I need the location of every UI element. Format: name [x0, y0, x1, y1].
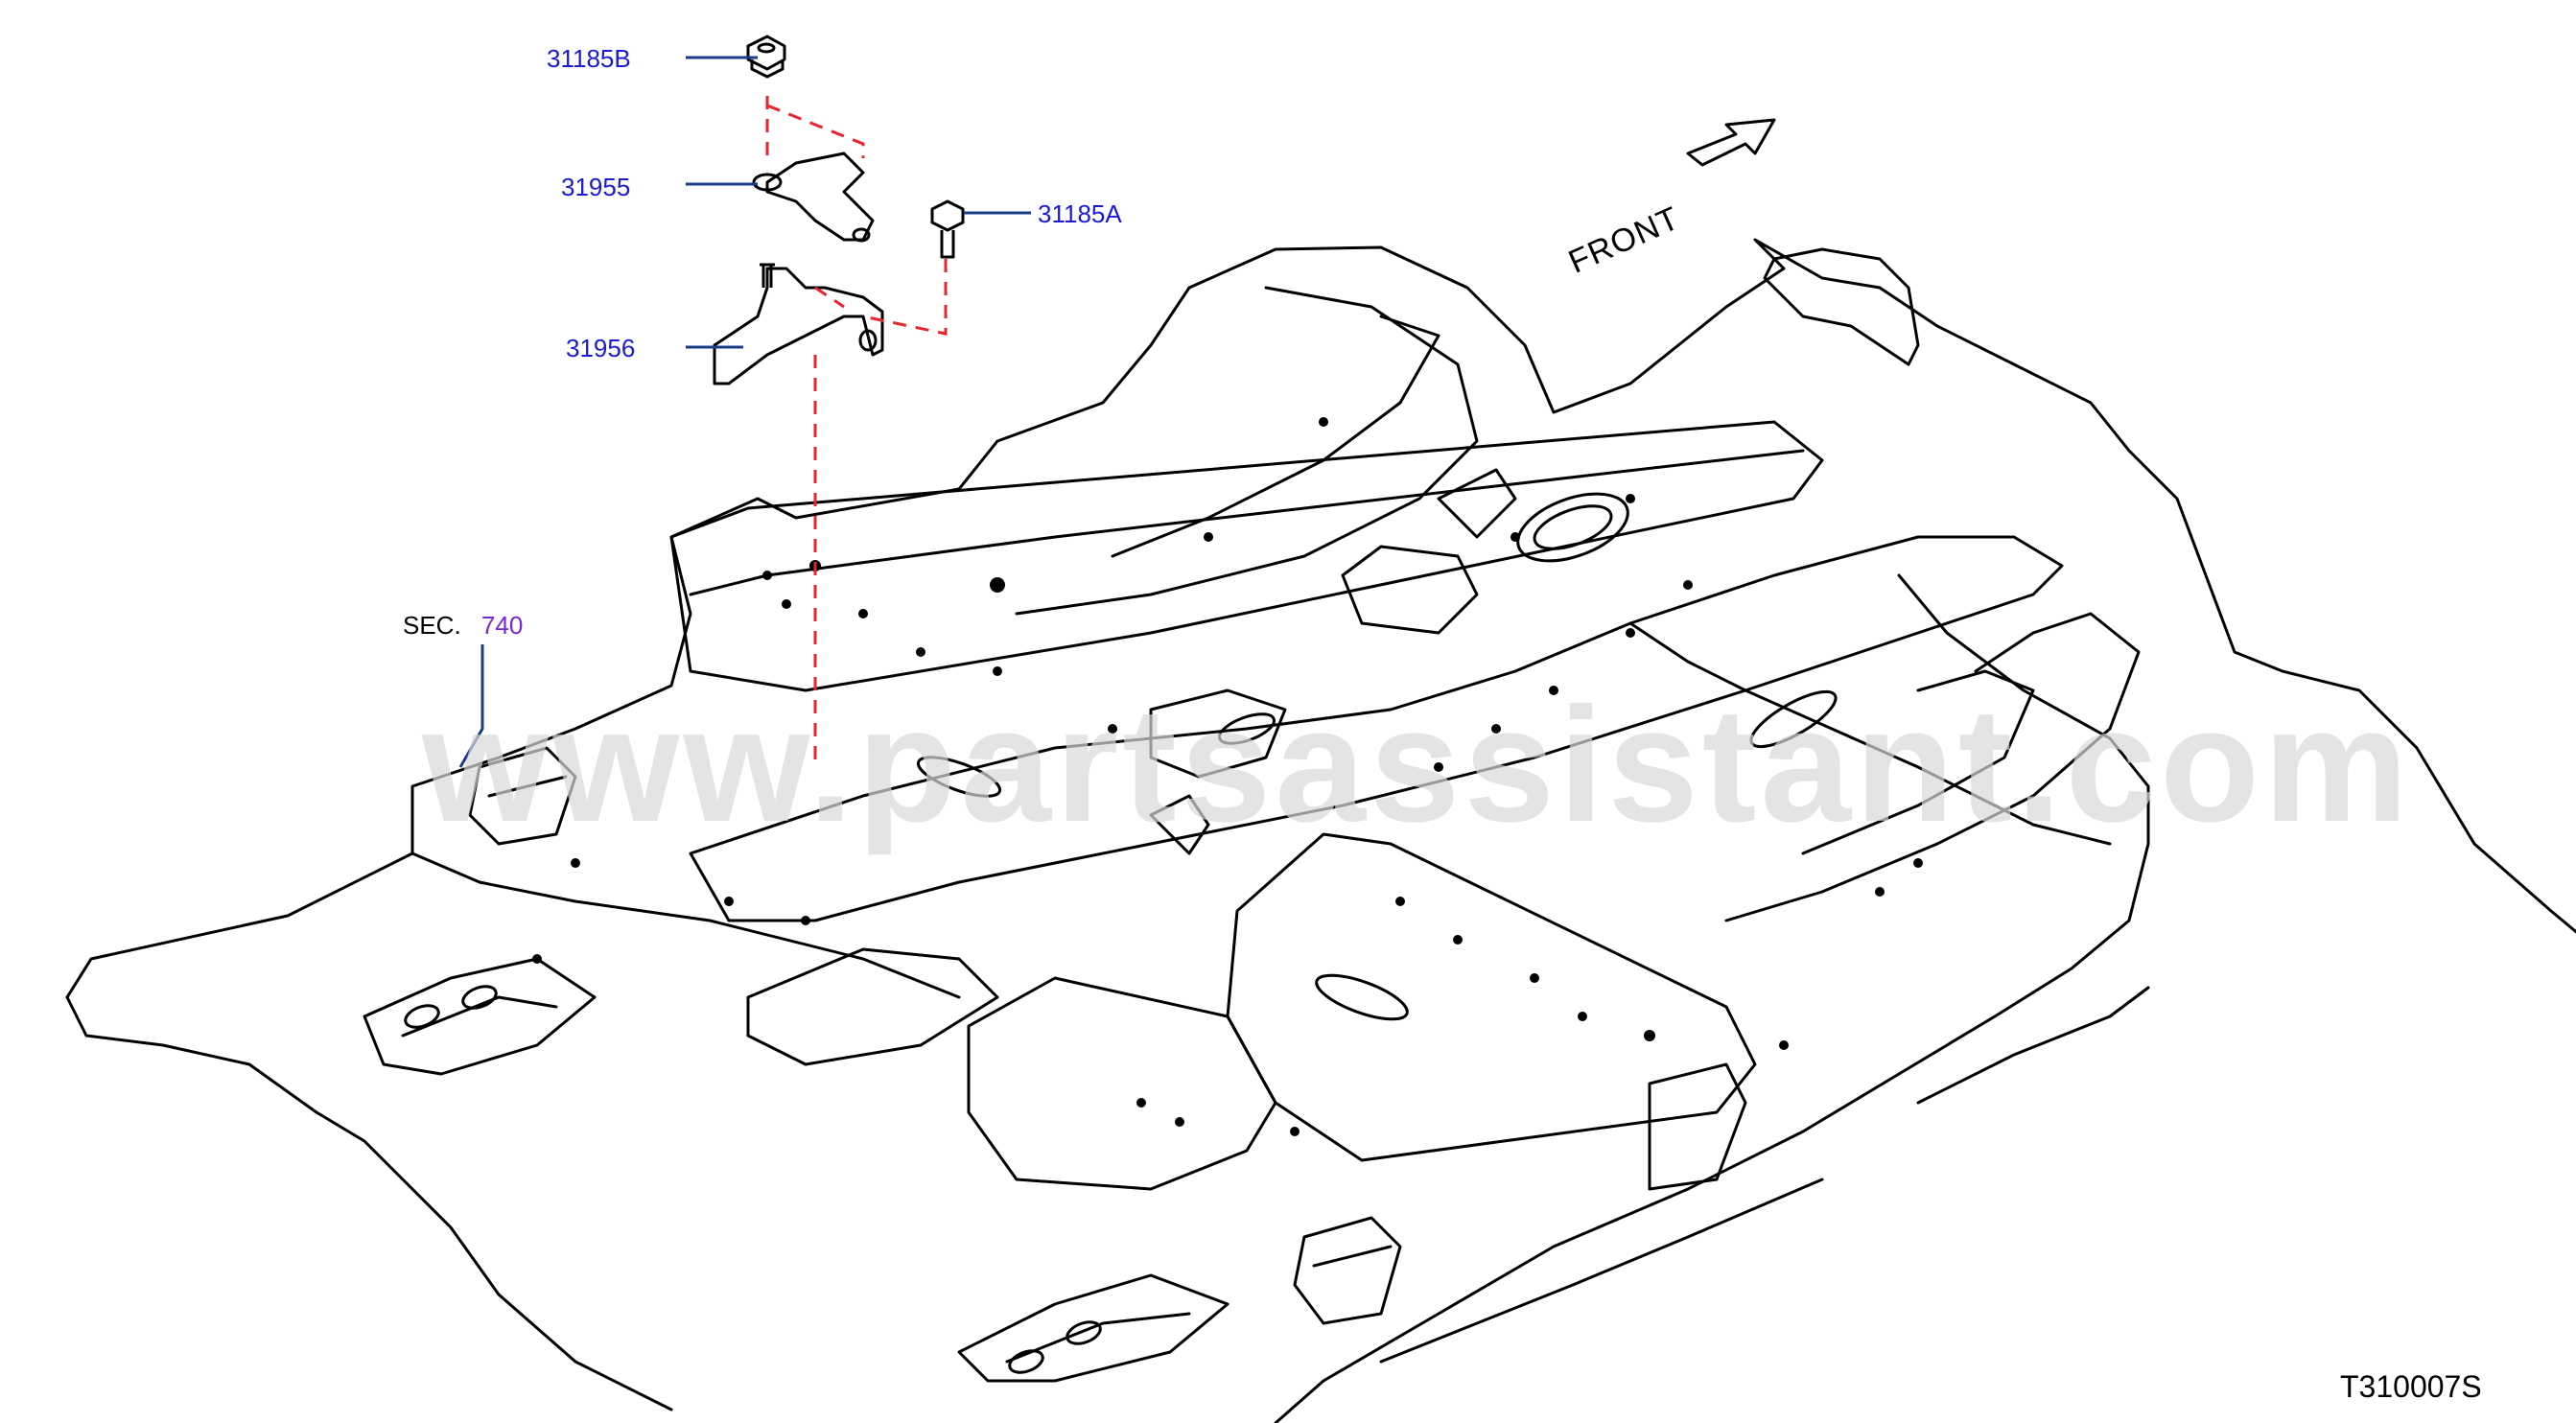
right-wheel-channel	[1724, 612, 2141, 922]
center-tunnel	[689, 535, 2064, 922]
callout-31185b[interactable]: 31185B	[547, 44, 631, 73]
floor-bolt-holes	[532, 417, 1923, 1136]
front-left-mount-bracket	[468, 746, 577, 846]
left-side-rail	[410, 851, 961, 999]
sensor-31955-washer	[752, 173, 783, 192]
callout-31185a[interactable]: 31185A	[1038, 199, 1122, 228]
nut-31185b-hole	[757, 42, 776, 54]
floor-oval-cutout-8	[461, 985, 498, 1010]
left-tunnel-plate	[746, 947, 999, 1066]
right-footwell	[957, 1273, 1229, 1383]
upper-right-bracket	[1437, 468, 1517, 539]
rear-crossmember	[1226, 832, 1757, 1162]
front-crossmember	[669, 420, 1824, 692]
floor-oval-cutout-6	[1218, 712, 1276, 745]
floor-oval-cutout-5	[916, 756, 1002, 798]
bolt-31185a	[930, 199, 965, 259]
right-side-rail	[1628, 621, 2112, 846]
rear-seat-channel-2	[1111, 315, 1440, 558]
front-arrow-icon	[1686, 118, 1776, 167]
leader-lines	[458, 56, 1031, 768]
diagram-id: T310007S	[2340, 1369, 2482, 1404]
section-reference[interactable]: SEC. 740	[403, 611, 523, 640]
right-wheel-channel-2	[1801, 669, 2035, 855]
right-panel-lip	[1916, 986, 2150, 1105]
tunnel-bracket	[1341, 545, 1479, 635]
bracket-31956	[713, 267, 884, 385]
left-footwell-rib	[401, 995, 558, 1038]
callout-31955[interactable]: 31955	[561, 173, 631, 201]
bracket-31956-hole	[858, 329, 878, 352]
floor-oval-cutout-2	[1533, 504, 1613, 550]
rear-right-mount-bracket	[1293, 1216, 1402, 1325]
floor-oval-cutout-1	[1516, 492, 1629, 563]
floor-oval-cutout-9	[1008, 1349, 1044, 1374]
callout-31956[interactable]: 31956	[566, 334, 636, 362]
left-footwell	[363, 957, 597, 1076]
watermark-text: www.partsassistant.com	[422, 674, 2413, 856]
front-crossmember-inner	[689, 449, 1805, 596]
right-rear-bracket	[1648, 1062, 1747, 1191]
floor-oval-cutout-4	[1315, 973, 1409, 1021]
sensor-31955	[765, 152, 875, 242]
floor-pan-outline	[65, 238, 2576, 999]
assembly-guides	[765, 96, 948, 767]
section-number[interactable]: 740	[480, 611, 524, 640]
section-prefix: SEC.	[403, 611, 461, 640]
floor-oval-cutout-7	[404, 1004, 440, 1029]
floor-pan-right-upper	[1897, 573, 2150, 846]
floor-oval-cutout-10	[1066, 1320, 1102, 1345]
rear-seat-channel	[1015, 286, 1479, 616]
floor-oval-cutout-3	[1749, 689, 1838, 749]
nut-31185b	[746, 35, 786, 79]
rear-crossmember-lower	[967, 976, 1277, 1191]
sensor-31955-mount-hole	[852, 227, 871, 243]
center-plate	[1149, 688, 1287, 779]
floor-pan-right-edge	[1274, 842, 2150, 1423]
right-footwell-rib	[1005, 1312, 1191, 1364]
rear-floor-lip	[1379, 1178, 1824, 1364]
bracket-31956-stud	[760, 263, 775, 288]
center-bracket	[1149, 794, 1210, 855]
floor-pan-outline-bottom	[65, 995, 673, 1411]
rear-floor-edge	[1763, 247, 1920, 366]
